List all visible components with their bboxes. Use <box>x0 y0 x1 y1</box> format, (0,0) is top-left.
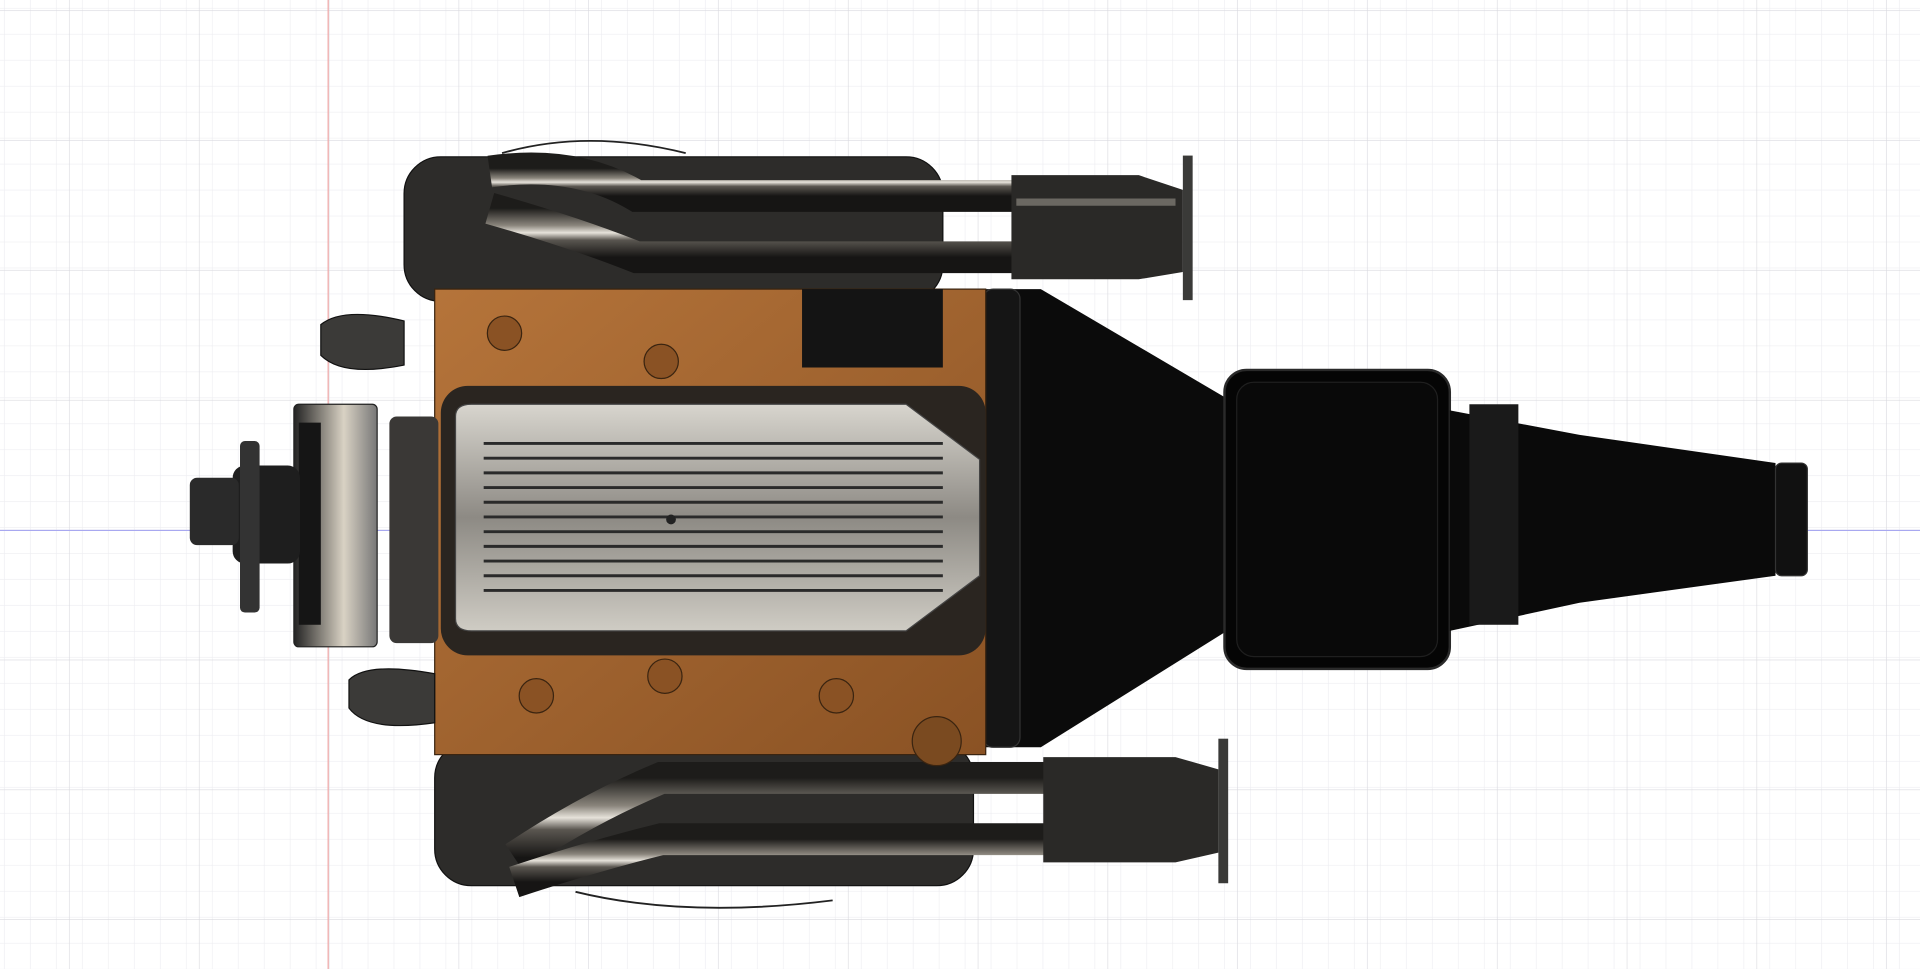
exhaust-header-top <box>403 152 1193 302</box>
exhaust-header-bottom <box>434 738 1229 898</box>
engine-model[interactable] <box>189 139 1808 909</box>
front-pulley-assembly <box>189 313 439 727</box>
wiring <box>501 139 833 909</box>
oil-pan <box>440 385 986 656</box>
transmission <box>979 288 1808 748</box>
